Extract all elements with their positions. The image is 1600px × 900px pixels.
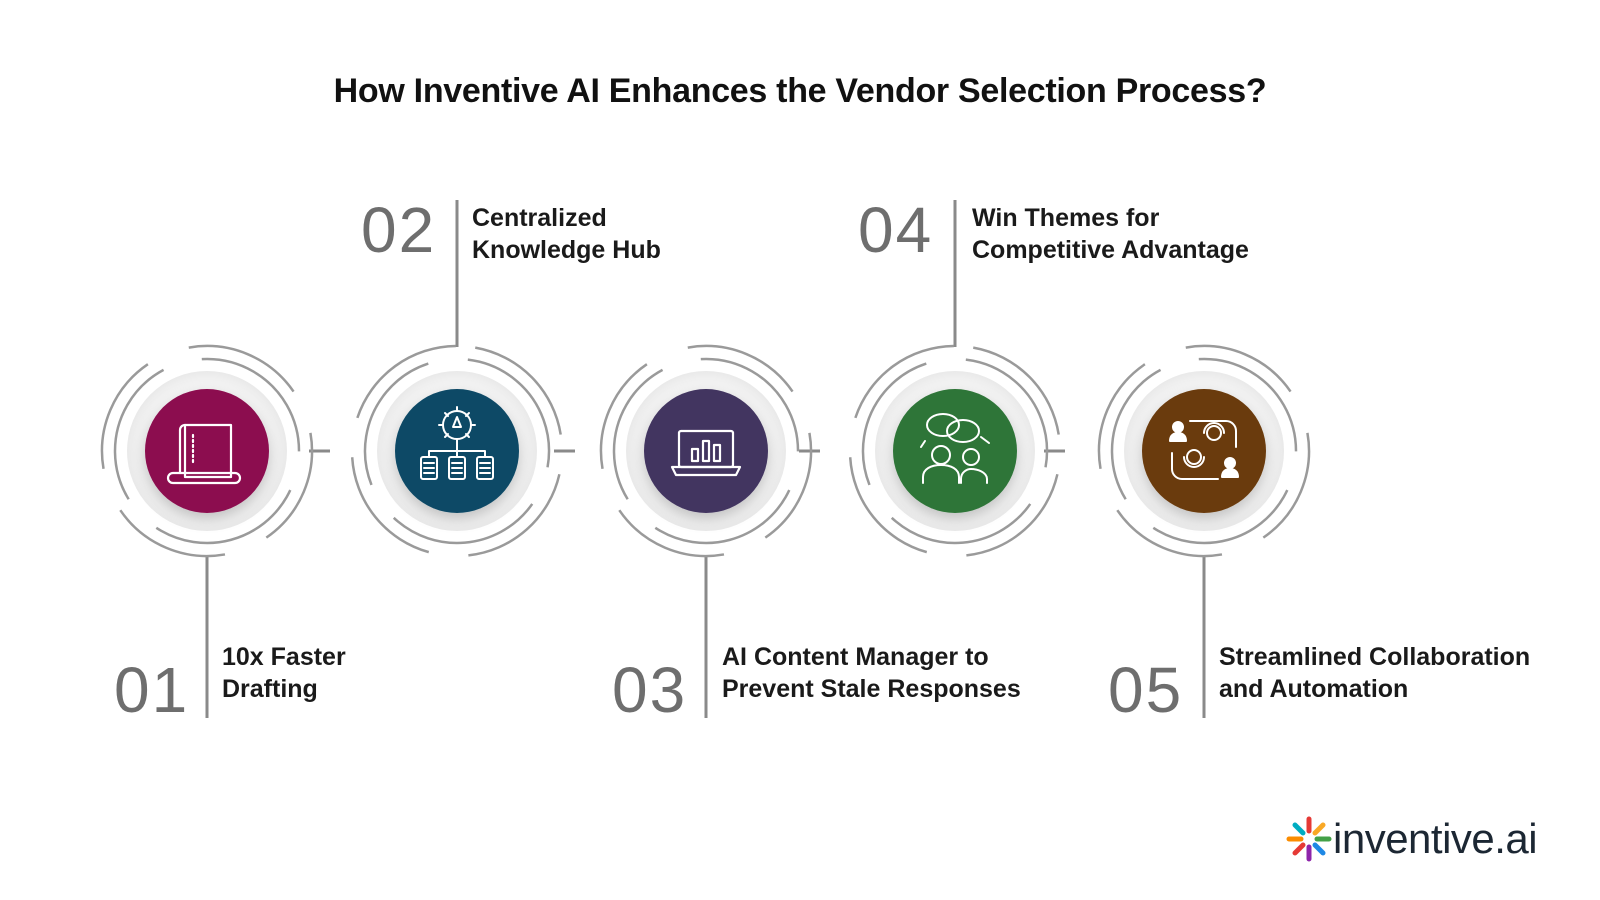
step-05-badge — [1142, 389, 1266, 513]
brand-logo[interactable]: inventive.ai — [1285, 815, 1538, 863]
discussion-icon — [920, 413, 990, 484]
step-03-node — [599, 344, 813, 558]
step-01-number: 01 — [114, 654, 190, 726]
scroll-icon — [166, 423, 242, 485]
step-02-label: Centralized Knowledge Hub — [472, 204, 661, 264]
logo-text: inventive.ai — [1333, 815, 1538, 862]
knowledge-gear-icon — [420, 406, 494, 480]
logo-burst-icon — [1286, 816, 1332, 862]
laptop-chart-icon — [670, 429, 742, 477]
step-04-label: Win Themes for Competitive Advantage — [972, 204, 1249, 264]
step-03-badge — [644, 389, 768, 513]
step-04-node — [848, 344, 1062, 558]
step-05-number: 05 — [1108, 654, 1184, 726]
step-01-badge — [145, 389, 269, 513]
step-02-number: 02 — [361, 194, 437, 266]
step-05-label: Streamlined Collaboration and Automation — [1219, 643, 1531, 703]
step-04-number: 04 — [858, 194, 934, 266]
step-01-node — [100, 344, 314, 558]
step-05-node — [1097, 344, 1311, 558]
step-03-label: AI Content Manager to Prevent Stale Resp… — [722, 643, 1021, 703]
step-04-badge — [893, 389, 1017, 513]
collaboration-icon — [1169, 420, 1239, 480]
step-02-node — [350, 344, 564, 558]
step-03-number: 03 — [612, 654, 688, 726]
page-title: How Inventive AI Enhances the Vendor Sel… — [333, 72, 1267, 110]
step-01-label: 10x Faster Drafting — [222, 643, 346, 703]
